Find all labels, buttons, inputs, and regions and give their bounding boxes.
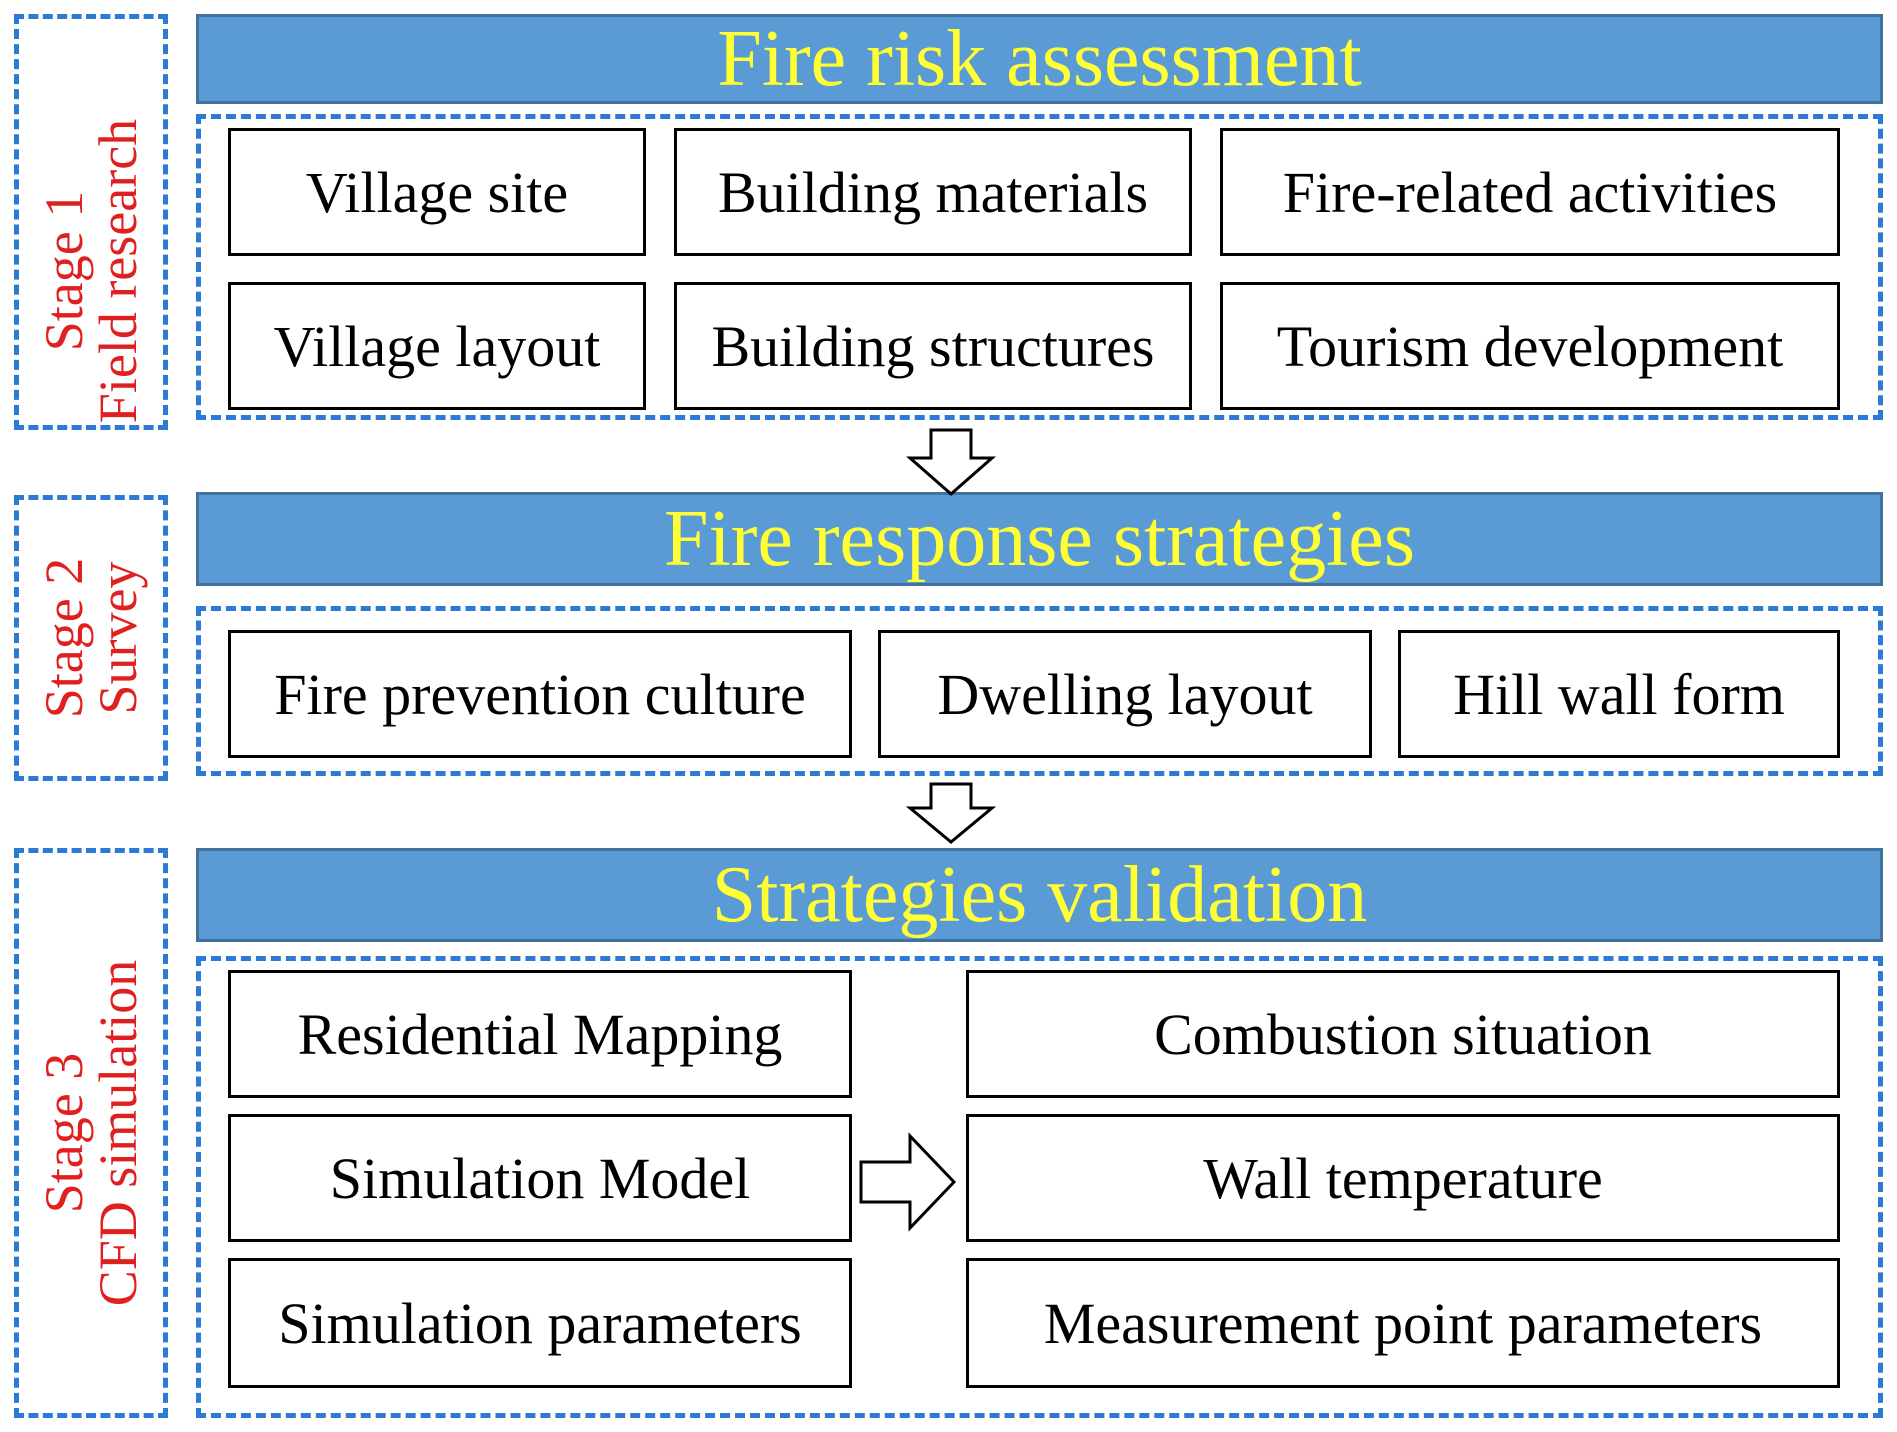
stage-3-frame (14, 848, 168, 1418)
banner-fire-risk-assessment: Fire risk assessment (196, 14, 1883, 104)
item-dwelling-layout: Dwelling layout (878, 630, 1372, 758)
item-combustion-situation: Combustion situation (966, 970, 1840, 1098)
banner-fire-response-strategies: Fire response strategies (196, 492, 1883, 586)
item-fire-prevention-culture: Fire prevention culture (228, 630, 852, 758)
item-building-materials: Building materials (674, 128, 1192, 256)
banner-title-2: Fire response strategies (664, 494, 1415, 583)
item-village-layout: Village layout (228, 282, 646, 410)
item-label: Combustion situation (1154, 1001, 1652, 1067)
item-village-site: Village site (228, 128, 646, 256)
down-arrow-icon (906, 428, 996, 496)
item-label: Residential Mapping (297, 1001, 783, 1067)
item-simulation-model: Simulation Model (228, 1114, 852, 1242)
stage-3-title: Stage 3 (34, 1052, 94, 1214)
stage-2-frame (14, 495, 168, 781)
banner-strategies-validation: Strategies validation (196, 848, 1883, 942)
item-label: Wall temperature (1203, 1145, 1603, 1211)
item-label: Tourism development (1276, 313, 1784, 379)
item-label: Fire prevention culture (274, 661, 806, 727)
stage-2-label: Stage 2 Survey (14, 495, 168, 781)
item-residential-mapping: Residential Mapping (228, 970, 852, 1098)
stage-2-title: Stage 2 (34, 557, 94, 719)
item-label: Simulation Model (329, 1145, 751, 1211)
item-label: Fire-related activities (1282, 159, 1778, 225)
stage-1-label: Stage 1 Field research (14, 63, 168, 479)
stage-2-subtitle: Survey (88, 561, 148, 715)
stage-1-frame (14, 14, 168, 430)
item-label: Hill wall form (1453, 661, 1785, 727)
stage-2-items-frame (196, 606, 1883, 776)
item-hill-wall-form: Hill wall form (1398, 630, 1840, 758)
item-label: Village layout (273, 313, 601, 379)
item-label: Dwelling layout (937, 661, 1313, 727)
stage-1-items-frame (196, 114, 1883, 420)
stage-3-subtitle: CFD simulation (88, 959, 148, 1307)
item-fire-related-activities: Fire-related activities (1220, 128, 1840, 256)
down-arrow-icon (905, 782, 997, 844)
item-label: Building materials (717, 159, 1149, 225)
item-wall-temperature: Wall temperature (966, 1114, 1840, 1242)
item-label: Building structures (711, 313, 1155, 379)
banner-title-3: Strategies validation (711, 850, 1368, 939)
banner-title-1: Fire risk assessment (717, 14, 1362, 103)
stage-1-title: Stage 1 (34, 190, 94, 352)
stage-3-label: Stage 3 CFD simulation (14, 848, 168, 1418)
item-simulation-parameters: Simulation parameters (228, 1258, 852, 1388)
item-tourism-development: Tourism development (1220, 282, 1840, 410)
item-label: Village site (305, 159, 569, 225)
item-measurement-point-parameters: Measurement point parameters (966, 1258, 1840, 1388)
stage-3-items-frame (196, 956, 1883, 1418)
item-building-structures: Building structures (674, 282, 1192, 410)
stage-1-subtitle: Field research (88, 118, 148, 424)
item-label: Simulation parameters (278, 1290, 802, 1356)
right-arrow-icon (859, 1132, 957, 1232)
item-label: Measurement point parameters (1043, 1290, 1763, 1356)
